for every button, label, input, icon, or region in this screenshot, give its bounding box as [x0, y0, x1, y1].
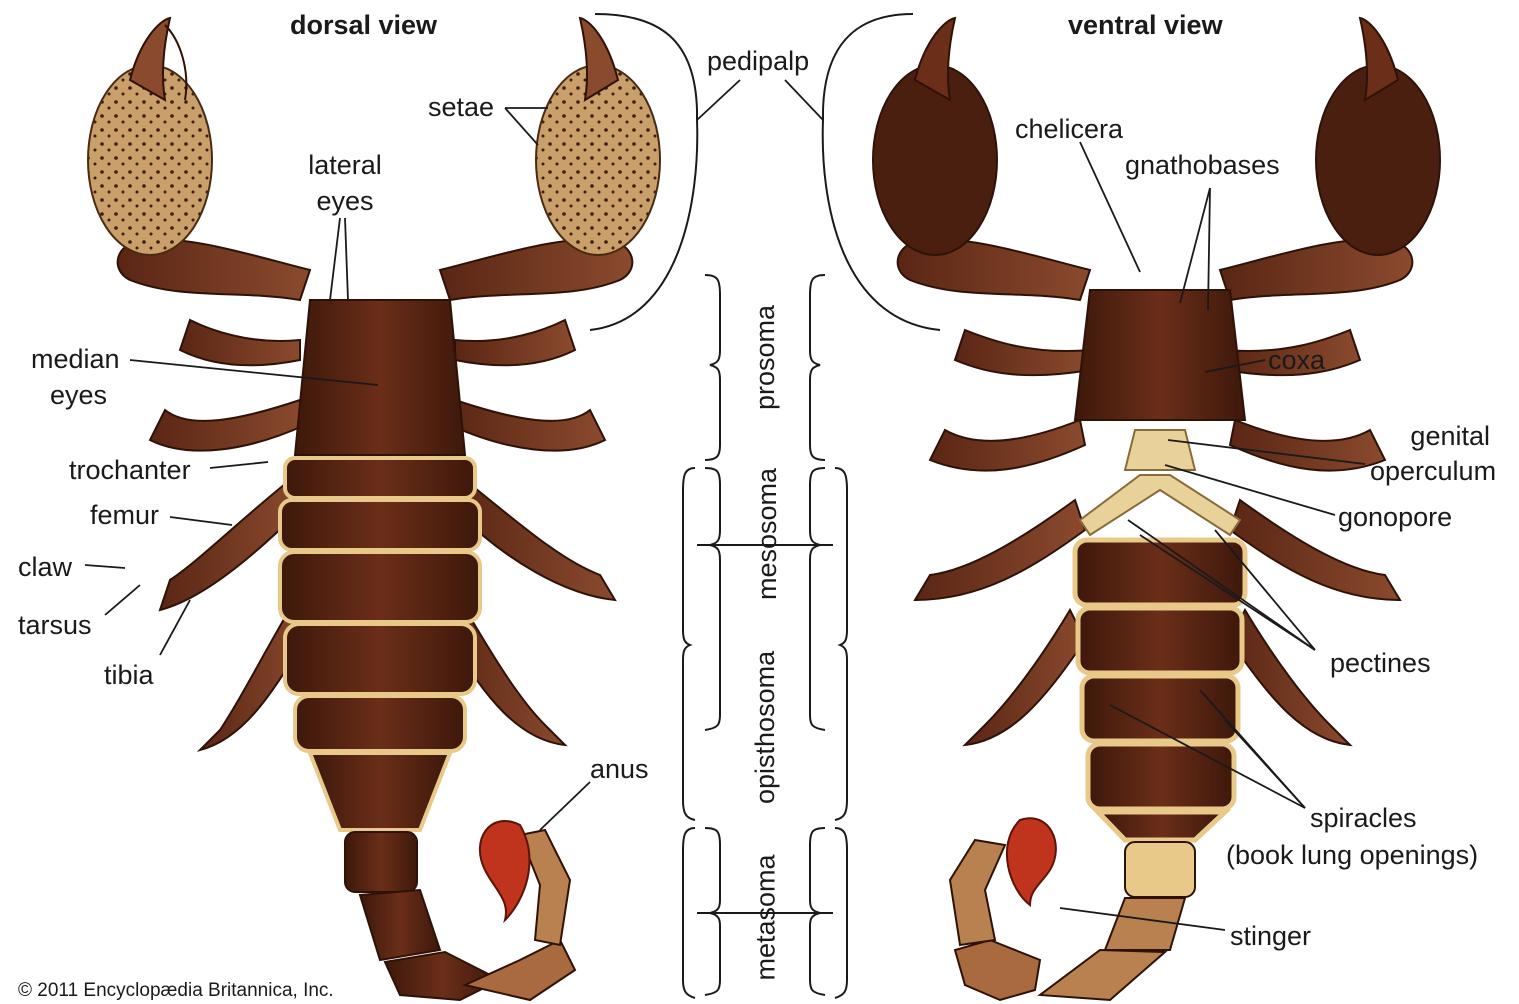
- dorsal-carapace: [295, 300, 465, 455]
- ventral-pectines-shape: [1080, 475, 1240, 535]
- label-prosoma: prosoma: [750, 320, 780, 410]
- metasoma-brace-right: [810, 828, 825, 995]
- label-tibia: tibia: [104, 660, 154, 690]
- label-gnathobases: gnathobases: [1125, 150, 1280, 180]
- label-chelicera: chelicera: [1015, 114, 1123, 144]
- label-anus: anus: [590, 754, 649, 784]
- dorsal-telson: [480, 821, 530, 920]
- label-gonopore: gonopore: [1338, 502, 1452, 532]
- label-tarsus: tarsus: [18, 610, 92, 640]
- dorsal-pedipalp-left: [88, 18, 310, 300]
- label-coxa: coxa: [1268, 345, 1325, 375]
- ventral-metasoma: [950, 840, 1195, 1000]
- label-spiracles-line1: spiracles: [1310, 803, 1417, 833]
- mesosoma-brace-left: [705, 468, 720, 730]
- label-genital-operculum-line1: genital: [1340, 421, 1490, 451]
- label-genital-operculum-line2: operculum: [1370, 456, 1496, 486]
- label-pedipalp: pedipalp: [707, 46, 809, 76]
- label-mesosoma: mesosoma: [752, 470, 782, 600]
- ventral-pedipalp-left: [873, 18, 1090, 300]
- dorsal-view-title: dorsal view: [290, 10, 437, 41]
- ventral-telson: [1007, 818, 1056, 905]
- label-pectines: pectines: [1330, 648, 1431, 678]
- ventral-legs-left: [915, 330, 1090, 745]
- ventral-legs-right: [1225, 330, 1400, 745]
- metasoma-brace-left: [705, 828, 720, 995]
- dorsal-pedipalp-right: [440, 18, 660, 300]
- label-stinger: stinger: [1230, 921, 1311, 951]
- label-femur: femur: [90, 500, 159, 530]
- label-setae: setae: [428, 92, 494, 122]
- label-opisthosoma: opisthosoma: [750, 654, 780, 804]
- label-claw: claw: [18, 552, 72, 582]
- opisthosoma-brace-right: [835, 468, 847, 820]
- prosoma-brace-left: [705, 275, 720, 460]
- label-metasoma: metasoma: [751, 856, 781, 981]
- metasoma-outer-brace-left: [683, 828, 695, 998]
- dorsal-metasoma: [345, 830, 575, 1000]
- dorsal-mesosoma: [280, 458, 480, 830]
- label-lateral-eyes-line1: lateral: [290, 150, 400, 180]
- label-spiracles-line2: (book lung openings): [1226, 840, 1478, 870]
- ventral-mesosoma: [1075, 540, 1245, 840]
- opisthosoma-brace-left: [683, 468, 695, 820]
- label-median-eyes-line2: eyes: [50, 380, 107, 410]
- ventral-view-title: ventral view: [1068, 10, 1223, 41]
- label-trochanter: trochanter: [69, 455, 191, 485]
- copyright-credit: © 2011 Encyclopædia Britannica, Inc.: [18, 980, 334, 1002]
- label-median-eyes-line1: median: [31, 344, 120, 374]
- ventral-genital-operculum-shape: [1125, 430, 1195, 470]
- mesosoma-brace-right: [810, 468, 825, 730]
- label-lateral-eyes-line2: eyes: [290, 186, 400, 216]
- ventral-coxae: [1075, 290, 1245, 420]
- prosoma-brace-right: [810, 275, 825, 460]
- metasoma-outer-brace-right: [835, 828, 847, 998]
